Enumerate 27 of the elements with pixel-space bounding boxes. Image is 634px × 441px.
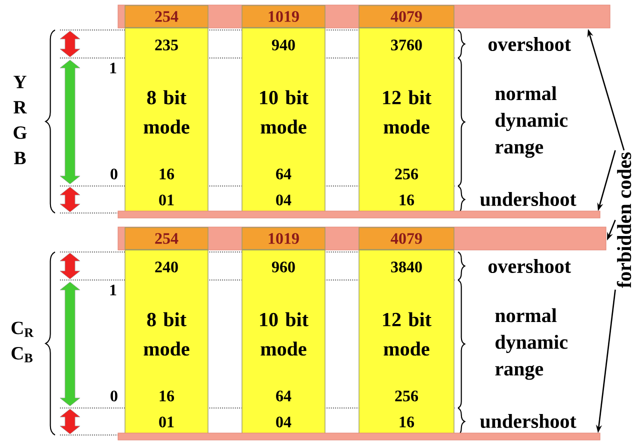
code-cell: 4079 <box>358 227 454 250</box>
channel-label: Y R G B <box>14 76 27 164</box>
forbidden-code-bar <box>118 432 600 440</box>
bit-depth-column: 3840 12 bit mode 256 16 <box>358 250 454 438</box>
code-cell: 254 <box>124 5 208 28</box>
code-cell: 1019 <box>242 227 326 250</box>
range-label: overshoot <box>488 36 571 52</box>
scale-value: 1 <box>110 62 116 74</box>
bit-depth-column: 240 8 bit mode 16 01 <box>124 250 208 438</box>
side-label: forbidden codes <box>616 152 632 288</box>
range-label: normal dynamic range <box>495 86 568 158</box>
code-cell: 254 <box>124 227 208 250</box>
forbidden-code-bar <box>118 210 600 218</box>
code-cell: 1019 <box>242 5 326 28</box>
channel-label: C$_{R}$ C$_{B}$ <box>12 322 34 362</box>
bit-depth-column: 940 10 bit mode 64 04 <box>242 28 326 216</box>
range-label: undershoot <box>480 414 576 428</box>
range-label: overshoot <box>488 258 571 274</box>
bit-depth-column: 960 10 bit mode 64 04 <box>242 250 326 438</box>
scale-value: 0 <box>110 168 118 180</box>
code-cell: 4079 <box>358 5 454 28</box>
scale-value: 0 <box>110 390 118 402</box>
bit-depth-column: 235 8 bit mode 16 01 <box>124 28 208 216</box>
bit-depth-column: 3760 12 bit mode 256 16 <box>358 28 454 216</box>
range-label: undershoot <box>480 192 576 206</box>
scale-value: 1 <box>110 284 116 296</box>
range-label: normal dynamic range <box>495 308 568 380</box>
